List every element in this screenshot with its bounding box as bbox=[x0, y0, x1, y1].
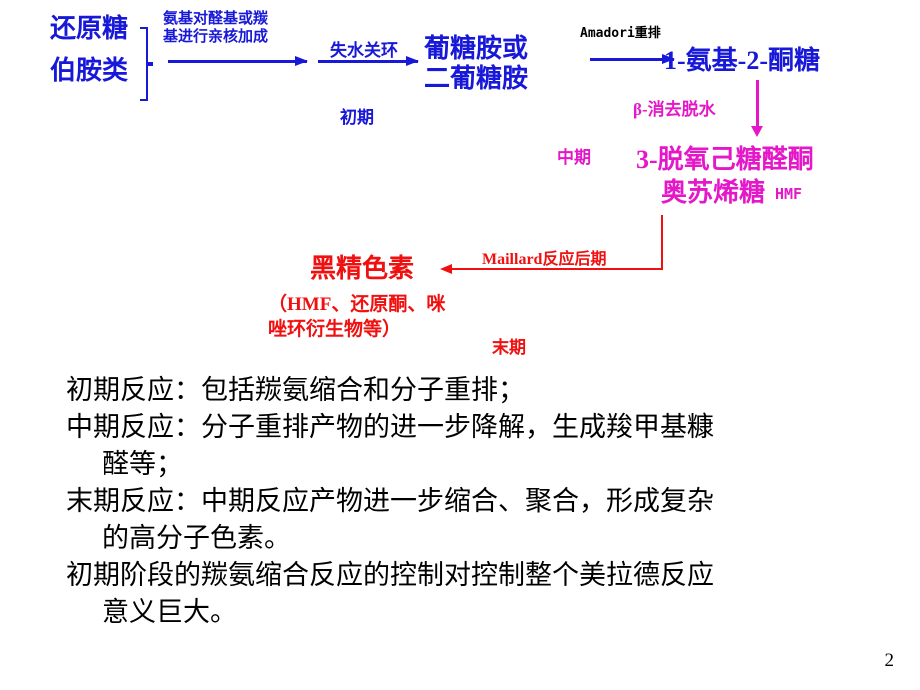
body-line: 中期反应：分子重排产物的进一步降解，生成羧甲基糠 醛等； bbox=[66, 409, 906, 483]
edge-label-beta-elimination: β-消去脱水 bbox=[633, 100, 716, 119]
body-line: 末期反应：中期反应产物进一步缩合、聚合，形成复杂 的高分子色素。 bbox=[66, 483, 906, 557]
stage-label-middle: 中期 bbox=[557, 148, 591, 167]
page-number: 2 bbox=[884, 650, 895, 671]
body-line-main: 中期反应：分子重排产物的进一步降解，生成羧甲基糠 bbox=[66, 412, 714, 442]
body-line-main: 初期反应：包括羰氨缩合和分子重排； bbox=[66, 375, 525, 405]
arrowhead-maillard-late bbox=[440, 264, 452, 274]
node-reducing-sugar: 还原糖 bbox=[50, 14, 129, 43]
node-primary-amine: 伯胺类 bbox=[50, 56, 129, 85]
arrow-amadori bbox=[590, 54, 675, 64]
body-line-main: 初期阶段的羰氨缩合反应的控制对控制整个美拉德反应 bbox=[66, 560, 714, 590]
body-line: 初期阶段的羰氨缩合反应的控制对控制整个美拉德反应 意义巨大。 bbox=[66, 557, 906, 631]
body-line: 初期反应：包括羰氨缩合和分子重排； bbox=[66, 372, 906, 409]
path-maillard-late-horizontal bbox=[452, 268, 663, 270]
stage-label-late: 末期 bbox=[492, 338, 526, 357]
edge-label-nucleophilic-addition: 氨基对醛基或羰 基进行亲核加成 bbox=[163, 11, 269, 45]
node-amino-ketose: 1-氨基-2-酮糖 bbox=[664, 46, 820, 75]
arrow-nucleophilic-addition bbox=[168, 56, 308, 66]
path-maillard-late-vertical bbox=[661, 215, 663, 270]
node-glucosamine: 葡糖胺或 二葡糖胺 bbox=[424, 34, 529, 93]
edge-label-dehydration-ring: 失水关环 bbox=[330, 41, 398, 60]
node-deoxy-hexosulose: 3-脱氧己糖醛酮 bbox=[636, 145, 814, 174]
edge-label-maillard-late: Maillard反应后期 bbox=[482, 251, 607, 268]
body-line-cont: 醛等； bbox=[102, 449, 183, 479]
body-text-block: 初期反应：包括羰氨缩合和分子重排； 中期反应：分子重排产物的进一步降解，生成羧甲… bbox=[66, 372, 906, 631]
node-melanoidin: 黑精色素 bbox=[310, 254, 415, 283]
node-hmf-abbrev: HMF bbox=[775, 185, 803, 203]
node-osulose: 奥苏烯糖 bbox=[661, 178, 766, 207]
node-melanoidin-detail: （HMF、还原酮、咪 唑环衍生物等） bbox=[268, 294, 446, 340]
body-line-main: 末期反应：中期反应产物进一步缩合、聚合，形成复杂 bbox=[66, 486, 714, 516]
arrow-dehydration-ring bbox=[318, 56, 419, 66]
grouping-brace bbox=[140, 26, 154, 102]
body-line-cont: 的高分子色素。 bbox=[102, 523, 291, 553]
stage-label-early: 初期 bbox=[340, 108, 374, 127]
body-line-cont: 意义巨大。 bbox=[102, 597, 237, 627]
edge-label-amadori: Amadori重排 bbox=[580, 26, 661, 41]
arrow-beta-elimination bbox=[751, 80, 763, 137]
